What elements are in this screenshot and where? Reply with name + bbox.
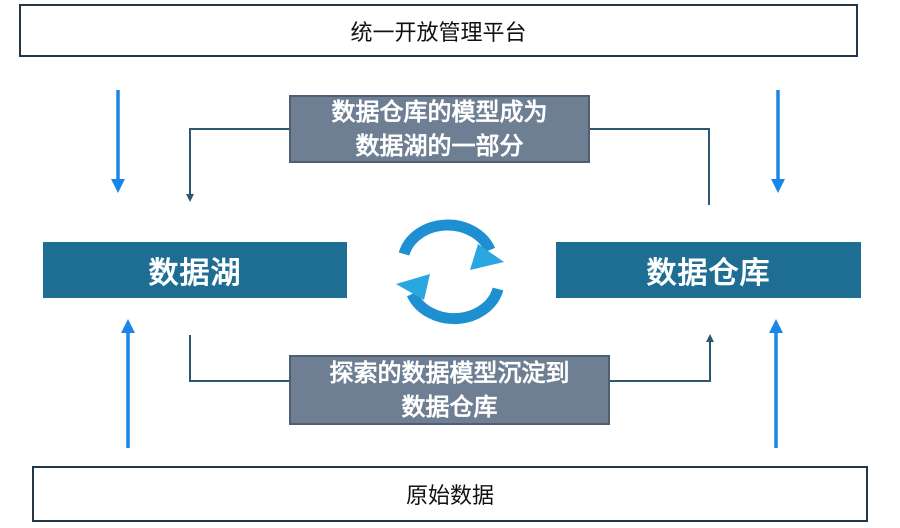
lake-to-warehouse-label: 探索的数据模型沉淀到 数据仓库 [289,355,610,425]
upper-label-line2: 数据湖的一部分 [355,132,524,160]
data-warehouse-node: 数据仓库 [556,242,861,298]
raw-data-label: 原始数据 [405,484,494,509]
unified-platform-label: 统一开放管理平台 [350,20,527,46]
cycle-icon [396,219,504,325]
data-lake-label: 数据湖 [148,256,242,291]
warehouse-to-lake-label: 数据仓库的模型成为 数据湖的一部分 [289,95,590,163]
data-lake-node: 数据湖 [43,242,347,298]
lower-label-line2: 数据仓库 [401,393,498,421]
data-warehouse-label: 数据仓库 [646,256,771,291]
upper-label-line1: 数据仓库的模型成为 [331,98,548,126]
unified-platform-box: 统一开放管理平台 [19,4,858,57]
raw-data-box: 原始数据 [32,466,868,522]
lower-label-line1: 探索的数据模型沉淀到 [329,359,570,387]
